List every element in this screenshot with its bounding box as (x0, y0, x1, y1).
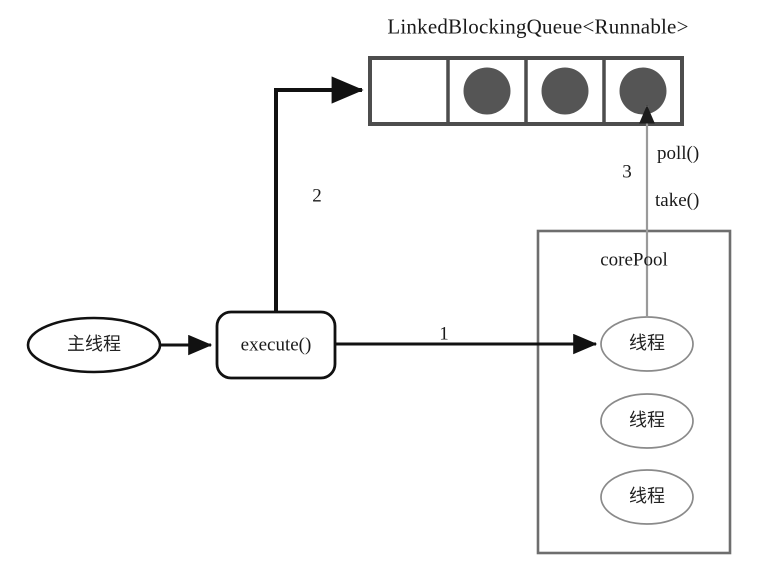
worker-thread-label-2: 线程 (629, 410, 665, 431)
queue-title: LinkedBlockingQueue<Runnable> (387, 14, 689, 39)
worker-thread-ellipse-2 (600, 393, 694, 449)
queue-task-circle (619, 67, 667, 115)
queue-group (368, 56, 684, 126)
worker-thread-label-3: 线程 (629, 486, 665, 507)
worker-thread-label-1: 线程 (629, 333, 665, 354)
queue-task-circle (463, 67, 511, 115)
step-label-2: 2 (312, 185, 322, 207)
arrow-step-2-execute-to-queue (274, 76, 364, 312)
step-label-3: 3 (622, 161, 632, 183)
main-thread-label: 主线程 (67, 334, 121, 355)
worker-thread-ellipse-3 (600, 469, 694, 525)
poll-method-label: poll() (657, 143, 700, 164)
execute-label: execute() (240, 334, 312, 356)
take-method-label: take() (655, 190, 700, 211)
main-thread-ellipse (26, 316, 162, 374)
step-label-1: 1 (439, 323, 449, 345)
queue-task-circle (541, 67, 589, 115)
core-pool-label: corePool (600, 249, 668, 271)
core-pool-group (536, 229, 732, 555)
